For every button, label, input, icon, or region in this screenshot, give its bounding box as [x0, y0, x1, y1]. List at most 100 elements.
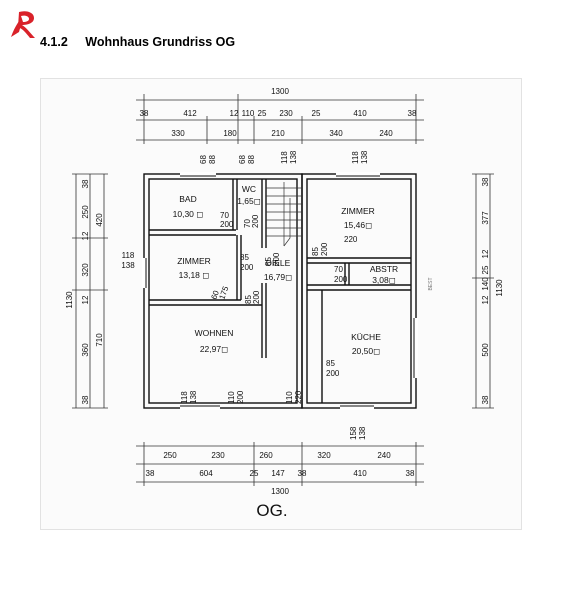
dim: 230: [211, 451, 225, 460]
door-mark: 200: [334, 275, 348, 284]
window-mark: 118: [180, 391, 189, 404]
section-number: 4.1.2: [40, 35, 68, 49]
dim: 12: [81, 295, 90, 304]
window-mark: 110: [227, 391, 236, 404]
stairs: [266, 182, 302, 247]
window-mark: 158: [349, 426, 358, 440]
door-mark: 175: [217, 285, 230, 301]
floor-plan: 1300 38 412 12 110 25 230 25 410 38 330 …: [65, 87, 504, 520]
right-note: BEST: [428, 277, 434, 290]
dim: 320: [317, 451, 331, 460]
dim: 410: [353, 109, 367, 118]
window-mark: 138: [360, 150, 369, 164]
door-mark: 200: [326, 369, 340, 378]
window-mark: 68: [238, 155, 247, 164]
dim: 210: [271, 129, 285, 138]
door-mark: 85: [264, 257, 273, 266]
window-mark: 118: [351, 151, 360, 164]
dim-total-bottom: 1300: [271, 487, 289, 496]
dim: 38: [481, 395, 490, 404]
room-name-kueche: KÜCHE: [351, 332, 381, 342]
window-mark: 138: [358, 426, 367, 440]
room-name-wc: WC: [242, 184, 256, 194]
window-marks-top: 68 88 68 88 118 138 118 138: [199, 150, 369, 164]
dim: 12: [481, 249, 490, 258]
room-name-wohnen: WOHNEN: [195, 328, 234, 338]
dim-total-left: 1130: [65, 291, 74, 309]
door-mark: 70: [334, 265, 343, 274]
dim: 360: [81, 343, 90, 357]
door-mark: 85: [240, 253, 249, 262]
dim: 140: [481, 277, 490, 291]
door-mark: 70: [220, 211, 229, 220]
room-area-zimmer-right: 15,46◻: [344, 220, 372, 230]
window-mark: 118: [122, 251, 135, 260]
door-mark: 70: [243, 219, 252, 228]
door-mark: 200: [251, 214, 260, 228]
door-mark: 85: [244, 295, 253, 304]
room-area-bad: 10,30 ◻: [173, 209, 204, 219]
dim: 410: [353, 469, 367, 478]
dim: 260: [259, 451, 273, 460]
dim: 25: [250, 469, 259, 478]
dimension-lines: [72, 94, 494, 486]
dim: 240: [377, 451, 391, 460]
door-mark: 220: [344, 235, 358, 244]
room-name-zimmer-right: ZIMMER: [341, 206, 375, 216]
room-name-bad: BAD: [179, 194, 196, 204]
dim: 38: [298, 469, 307, 478]
dim: 377: [481, 211, 490, 225]
section-title: Wohnhaus Grundriss OG: [85, 35, 236, 49]
dim: 604: [199, 469, 213, 478]
window-mark: 138: [121, 261, 135, 270]
room-area-diele: 16,79◻: [264, 272, 292, 282]
dim: 710: [95, 333, 104, 347]
door-mark: 85: [311, 247, 320, 256]
dim: 38: [481, 177, 490, 186]
window-mark: 88: [208, 155, 217, 164]
top-dims-row2: 330 180 210 340 240: [171, 129, 393, 138]
dim: 25: [258, 109, 267, 118]
door-mark: 200: [240, 263, 254, 272]
dim: 38: [140, 109, 149, 118]
dim: 25: [481, 265, 490, 274]
room-area-wohnen: 22,97◻: [200, 344, 228, 354]
right-dims: 38 377 12 25 140 12 500 38 1130 BEST: [428, 177, 504, 404]
door-marks: 70 200 70 200 85 200 85 200 85 200 220 7…: [209, 211, 357, 378]
bottom-dims: 118 138 110 200 110 220 158 138 250 230 …: [146, 390, 415, 496]
door-mark: 60: [209, 289, 221, 301]
room-labels: BAD 10,30 ◻ WC 1,65◻ ZIMMER 15,46◻ ZIMME…: [173, 184, 399, 356]
door-mark: 200: [272, 252, 281, 266]
window-mark: 200: [236, 390, 245, 404]
room-name-abstr: ABSTR: [370, 264, 398, 274]
top-dims-row1: 38 412 12 110 25 230 25 410 38: [140, 109, 417, 118]
dim: 250: [81, 205, 90, 219]
dim: 38: [146, 469, 155, 478]
dim: 38: [81, 395, 90, 404]
plan-label: OG.: [256, 501, 287, 520]
window-mark: 118: [280, 151, 289, 164]
walls: [143, 173, 417, 409]
door-mark: 200: [252, 290, 261, 304]
dim: 180: [223, 129, 237, 138]
room-area-zimmer-left: 13,18 ◻: [179, 270, 210, 280]
window-mark: 68: [199, 155, 208, 164]
room-name-zimmer-left: ZIMMER: [177, 256, 211, 266]
room-name-diele: DIELE: [266, 258, 291, 268]
window-mark: 220: [294, 390, 303, 404]
dim: 38: [408, 109, 417, 118]
dim: 12: [481, 295, 490, 304]
room-area-wc: 1,65◻: [237, 196, 261, 206]
dim: 420: [95, 213, 104, 227]
dim: 147: [271, 469, 285, 478]
dim-total-top: 1300: [271, 87, 289, 96]
room-area-kueche: 20,50◻: [352, 346, 380, 356]
dim: 38: [81, 179, 90, 188]
dim: 330: [171, 129, 185, 138]
dim: 250: [163, 451, 177, 460]
floor-plan-frame: [40, 78, 522, 530]
dim: 38: [406, 469, 415, 478]
dim: 412: [183, 109, 197, 118]
dim: 230: [279, 109, 293, 118]
window-mark: 138: [289, 150, 298, 164]
